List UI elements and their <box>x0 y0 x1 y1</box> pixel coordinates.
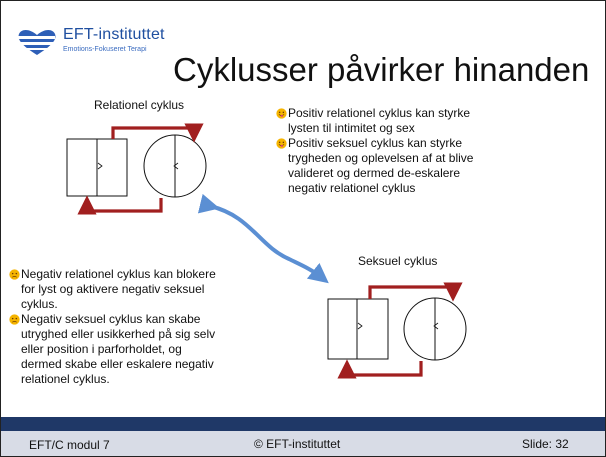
sexual-bottom-cycle-arrow <box>337 359 423 379</box>
logo: EFT-instituttet Emotions-Fokuseret Terap… <box>15 23 195 63</box>
logo-subtitle: Emotions-Fokuseret Terapi <box>63 46 147 53</box>
cycles-diagram <box>66 123 467 379</box>
sexual-partner-box <box>327 298 389 360</box>
positive-bullet: Positiv relationel cyklus kan styrke lys… <box>276 106 501 136</box>
negative-bullet-text: Negativ seksuel cyklus kan skabe utryghe… <box>21 312 216 386</box>
right-arrowhead-icon <box>97 162 103 170</box>
negative-bullet-text: Negativ relationel cyklus kan blokere fo… <box>21 267 216 311</box>
double-headed-curved-arrow-icon <box>197 193 329 284</box>
positive-effects-list: Positiv relationel cyklus kan styrke lys… <box>276 106 501 196</box>
logo-name: EFT-instituttet <box>63 26 165 43</box>
positive-bullet-text: Positiv seksuel cyklus kan styrke tryghe… <box>288 136 474 195</box>
positive-bullet: Positiv seksuel cyklus kan styrke tryghe… <box>276 136 501 196</box>
positive-bullet-text: Positiv relationel cyklus kan styrke lys… <box>288 106 471 135</box>
relational-top-cycle-arrow <box>111 123 204 143</box>
sexual-cycle-label: Seksuel cyklus <box>358 254 438 268</box>
sexual-top-cycle-arrow <box>368 282 463 302</box>
right-arrowhead-icon <box>357 322 363 330</box>
eft-logo-icon <box>15 30 59 55</box>
footer-accent-bar <box>1 417 605 431</box>
footer-module: EFT/C modul 7 <box>29 438 110 452</box>
slide-title: Cyklusser påvirker hinanden <box>173 51 590 88</box>
negative-bullet: Negativ relationel cyklus kan blokere fo… <box>9 267 217 312</box>
left-arrowhead-icon <box>433 322 439 330</box>
relational-bottom-cycle-arrow <box>77 195 163 215</box>
smiling-face-with-tongue-icon <box>276 108 287 119</box>
left-arrowhead-icon <box>173 162 179 170</box>
footer-copyright: © EFT-instituttet <box>254 437 341 451</box>
negative-bullet: Negativ seksuel cyklus kan skabe utryghe… <box>9 312 217 387</box>
smiling-face-with-tongue-icon <box>276 138 287 149</box>
sexual-cycle <box>327 282 467 379</box>
worried-face-icon <box>9 314 20 325</box>
negative-effects-list: Negativ relationel cyklus kan blokere fo… <box>9 267 217 387</box>
footer-slide-number: Slide: 32 <box>522 437 569 451</box>
relational-cycle <box>66 123 207 215</box>
slide-footer: EFT/C modul 7 © EFT-instituttet Slide: 3… <box>1 431 605 456</box>
worried-face-icon <box>9 269 20 280</box>
relational-cycle-label: Relationel cyklus <box>94 98 185 112</box>
